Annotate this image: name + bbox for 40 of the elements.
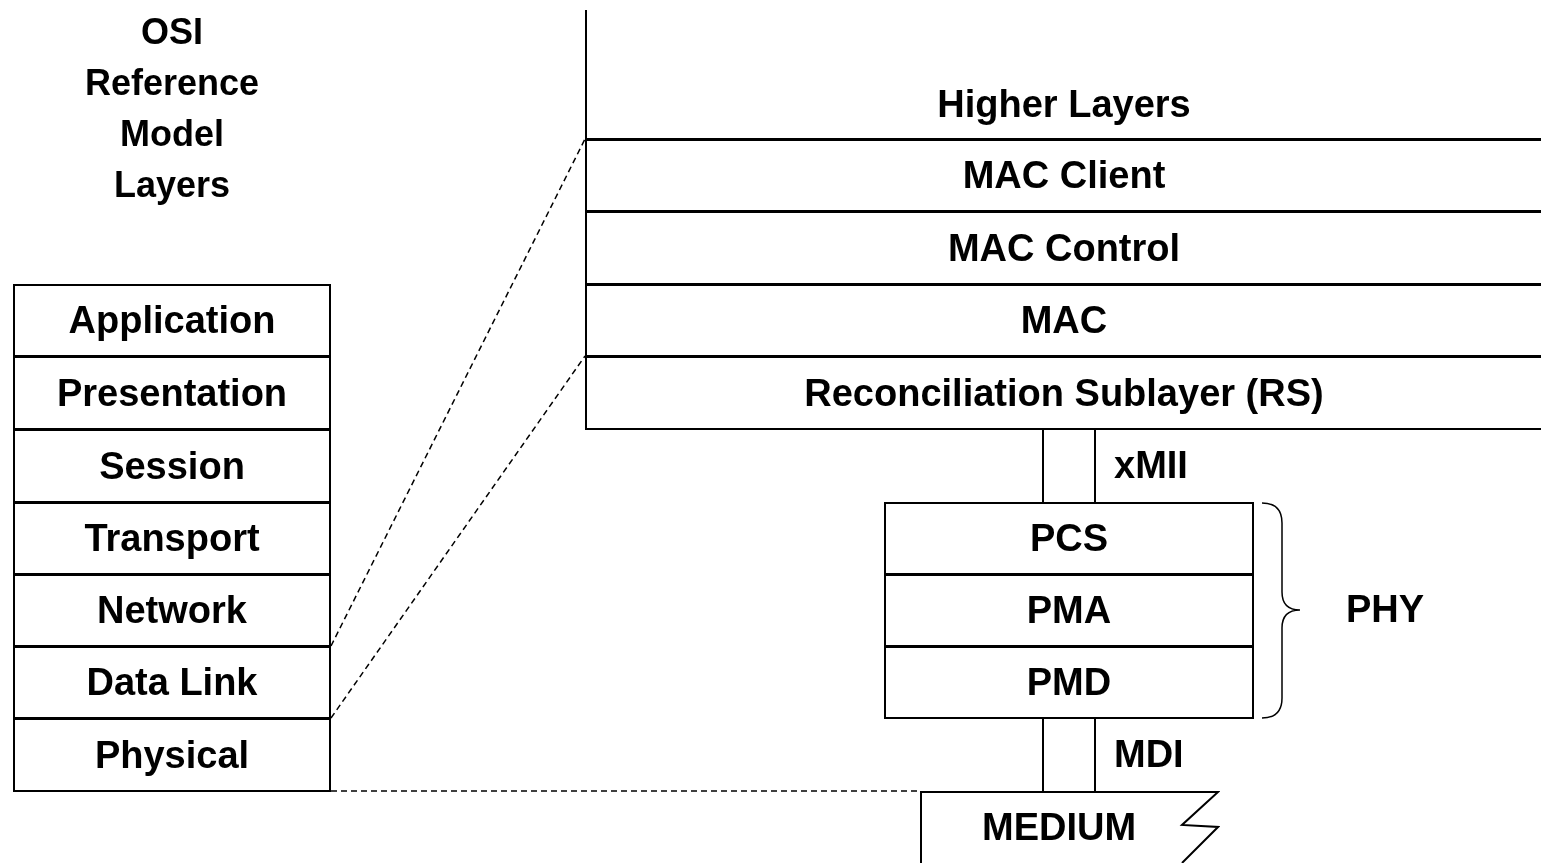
group-label: PHY bbox=[1346, 588, 1425, 631]
layer-box bbox=[585, 284, 1541, 357]
layer-label: Physical bbox=[94, 733, 250, 777]
layer-label: PMA bbox=[1026, 589, 1112, 632]
interface-box bbox=[1042, 718, 1096, 792]
dashed-mapping-line bbox=[330, 355, 586, 719]
medium-block bbox=[920, 791, 1220, 863]
layer-box bbox=[13, 718, 331, 792]
layer-label: MEDIUM bbox=[982, 805, 1137, 849]
layer-box bbox=[13, 356, 331, 430]
layer-label: PCS bbox=[1029, 517, 1109, 560]
layer-box bbox=[884, 574, 1254, 647]
layer-label: Session bbox=[99, 444, 245, 488]
layer-box bbox=[13, 646, 331, 719]
layer-label: Transport bbox=[84, 517, 260, 560]
layer-box bbox=[585, 211, 1541, 285]
layer-label: Network bbox=[97, 589, 247, 632]
layer-label: Higher Layers bbox=[937, 83, 1191, 126]
layer-box bbox=[13, 429, 331, 503]
layer-box bbox=[13, 574, 331, 647]
layer-label: Presentation bbox=[56, 371, 288, 415]
interface-label: MDI bbox=[1114, 733, 1184, 776]
diagram-title: OSI Reference Model Layers bbox=[83, 10, 261, 207]
layer-label: MAC Client bbox=[962, 154, 1166, 197]
interface-box bbox=[1042, 429, 1096, 503]
layer-label: PMD bbox=[1026, 661, 1112, 704]
layer-label: Application bbox=[68, 299, 276, 342]
layer-box bbox=[13, 502, 331, 575]
layer-label: MAC bbox=[1020, 299, 1108, 342]
layer-box bbox=[884, 502, 1254, 575]
layer-box bbox=[585, 139, 1541, 212]
layer-label: MAC Control bbox=[947, 226, 1181, 270]
interface-label: xMII bbox=[1114, 444, 1188, 487]
layer-box bbox=[884, 646, 1254, 719]
layer-box bbox=[13, 284, 331, 357]
layer-box bbox=[585, 356, 1541, 430]
layer-label: Reconciliation Sublayer (RS) bbox=[804, 371, 1324, 415]
layer-box bbox=[585, 10, 1541, 140]
layer-label: Data Link bbox=[86, 661, 258, 704]
dashed-mapping-line bbox=[330, 138, 586, 647]
